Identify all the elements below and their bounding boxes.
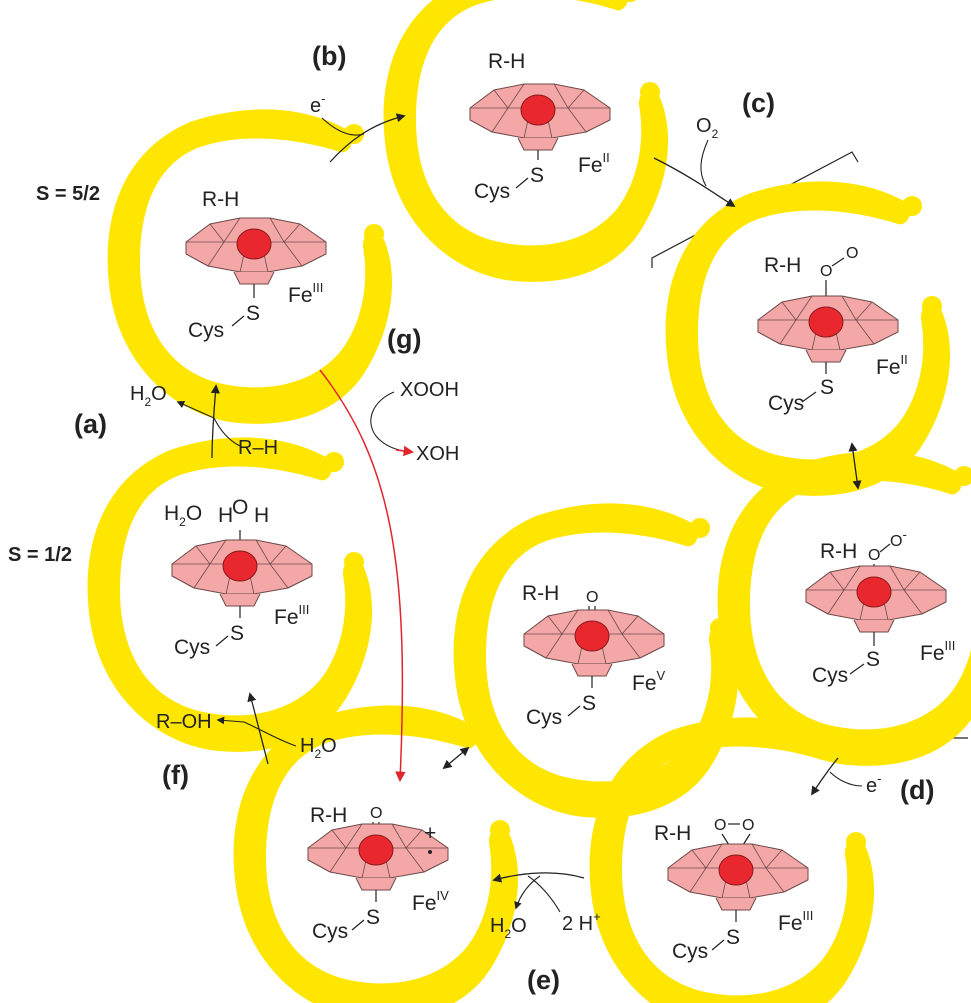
sulfur-label: S xyxy=(246,302,260,325)
electron-in-arc-d xyxy=(829,771,863,787)
cys-label: Cys xyxy=(768,392,804,415)
species-fe-v-oxo: R-H O S Cys FeV xyxy=(453,503,739,818)
iron-atom xyxy=(808,306,844,338)
hydroxo-h2: H xyxy=(254,504,269,527)
iron-atom xyxy=(222,550,258,582)
resonance-arrow-oxy xyxy=(848,442,862,490)
species-ferric-peroxo: R-H O O S Cys FeIII xyxy=(589,717,875,1003)
peroxide-shunt-arrow xyxy=(319,369,406,783)
oxo-label: O xyxy=(586,589,598,606)
oxygen-1-label: O xyxy=(820,263,832,280)
species-compound-i: R-H O + S Cys FeIV xyxy=(233,705,519,1003)
spin-state-high: S = 5/2 xyxy=(36,183,100,205)
iron-label: FeII xyxy=(578,150,610,177)
hydroxo-h1: H xyxy=(218,504,233,527)
shunt-product-arrow xyxy=(395,445,415,457)
iron-atom xyxy=(520,94,556,126)
cys-label: Cys xyxy=(474,180,510,203)
step-label-g: (g) xyxy=(387,324,421,354)
substrate-label: R-H xyxy=(202,188,239,211)
water-out-arc-e xyxy=(514,875,541,910)
oxygen-in-arc-c xyxy=(700,139,709,187)
species-reduced: R-H S Cys FeII xyxy=(383,0,669,282)
water-label: H2O xyxy=(164,502,202,529)
hydroxo-o: O xyxy=(232,496,248,519)
cys-label: Cys xyxy=(188,319,224,342)
cys-label: Cys xyxy=(672,940,708,963)
cys-label: Cys xyxy=(174,636,210,659)
substrate-label: R-H xyxy=(310,804,347,827)
substrate-label: R-H xyxy=(820,540,857,563)
water-product-a: H2O xyxy=(130,383,167,409)
oxygen-1-label: O xyxy=(868,547,880,564)
shunt-reagent-arc xyxy=(370,391,409,453)
resonance-arrow-compound-i xyxy=(442,746,470,770)
alcohol-product-f: R–OH xyxy=(156,711,212,733)
sulfur-label: S xyxy=(820,376,834,399)
sulfur-label: S xyxy=(530,164,544,187)
cys-label: Cys xyxy=(312,920,348,943)
step-label-e: (e) xyxy=(527,965,560,995)
step-label-b: (b) xyxy=(312,41,346,71)
shunt-product-xoh: XOH xyxy=(416,443,459,465)
water-in-arc-f xyxy=(216,716,297,747)
arrow-step-c xyxy=(653,157,736,207)
iron-label: FeIII xyxy=(778,908,813,935)
substrate-reagent-a: R–H xyxy=(238,437,278,459)
iron-atom xyxy=(574,620,610,652)
electron-reagent-b: e- xyxy=(310,91,325,117)
iron-label: FeIV xyxy=(412,888,449,915)
step-label-f: (f) xyxy=(162,760,189,790)
iron-atom xyxy=(718,854,754,886)
iron-atom xyxy=(856,576,892,608)
spin-state-low: S = 1/2 xyxy=(8,544,72,566)
electron-reagent-d: e- xyxy=(866,771,881,797)
species-aqua-complex: H2O H O H S Cys FeIII xyxy=(87,437,373,752)
sulfur-label: S xyxy=(726,926,740,949)
oxo-label: O xyxy=(370,805,382,822)
sulfur-label: S xyxy=(582,692,596,715)
iron-label: FeIII xyxy=(920,638,955,665)
oxygen-1-label: O xyxy=(714,817,726,834)
species-ferric-superoxo: R-H O O- S Cys FeIII xyxy=(717,451,971,766)
radical-cation-label: + xyxy=(424,822,436,845)
step-label-d: (d) xyxy=(900,775,934,805)
oxygen-2-label: O xyxy=(846,245,858,262)
radical-dot xyxy=(428,850,432,854)
iron-label: FeII xyxy=(876,352,908,379)
shunt-oxidant-xooh: XOOH xyxy=(400,379,459,401)
substrate-label: R-H xyxy=(522,582,559,605)
proton-in-arc-e xyxy=(527,875,561,913)
proton-reagent-e: 2 H+ xyxy=(562,909,601,935)
species-oxy-complex: R-H O O S Cys FeII xyxy=(665,181,951,496)
sulfur-label: S xyxy=(866,648,880,671)
iron-label: FeIII xyxy=(274,602,309,629)
oxygen-2-label: O xyxy=(742,817,754,834)
sulfur-label: S xyxy=(366,906,380,929)
water-reagent-f: H2O xyxy=(300,735,337,761)
iron-atom xyxy=(358,834,394,866)
step-label-c: (c) xyxy=(742,88,775,118)
substrate-in-arc-a xyxy=(176,400,241,447)
iron-atom xyxy=(236,228,272,260)
substrate-label: R-H xyxy=(488,50,525,73)
electron-in-arc-b xyxy=(321,117,365,136)
substrate-label: R-H xyxy=(764,254,801,277)
arrow-step-a xyxy=(210,384,220,459)
sulfur-label: S xyxy=(230,622,244,645)
species-resting: R-H S Cys FeIII xyxy=(107,109,393,424)
cys-label: Cys xyxy=(812,664,848,687)
arrow-step-e xyxy=(492,872,585,883)
substrate-label: R-H xyxy=(654,822,691,845)
step-label-a: (a) xyxy=(74,409,107,439)
iron-label: FeV xyxy=(632,668,666,695)
iron-label: FeIII xyxy=(288,280,323,307)
cys-label: Cys xyxy=(526,706,562,729)
oxygen-2-label: O- xyxy=(890,527,907,550)
water-product-e: H2O xyxy=(490,915,527,941)
arrow-step-d xyxy=(810,757,839,796)
oxygen-reagent-c: O2 xyxy=(696,115,719,141)
arrow-step-b xyxy=(329,113,406,163)
